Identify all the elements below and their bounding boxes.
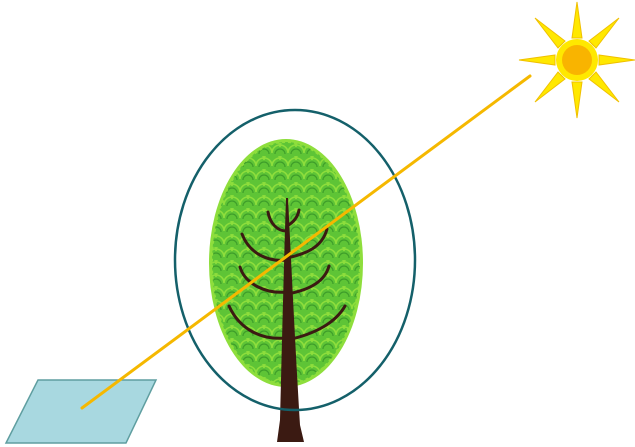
- ground-plane-icon: [6, 380, 156, 443]
- tree-icon: [209, 139, 363, 442]
- sun-core: [562, 45, 592, 75]
- sun-icon: [519, 2, 635, 118]
